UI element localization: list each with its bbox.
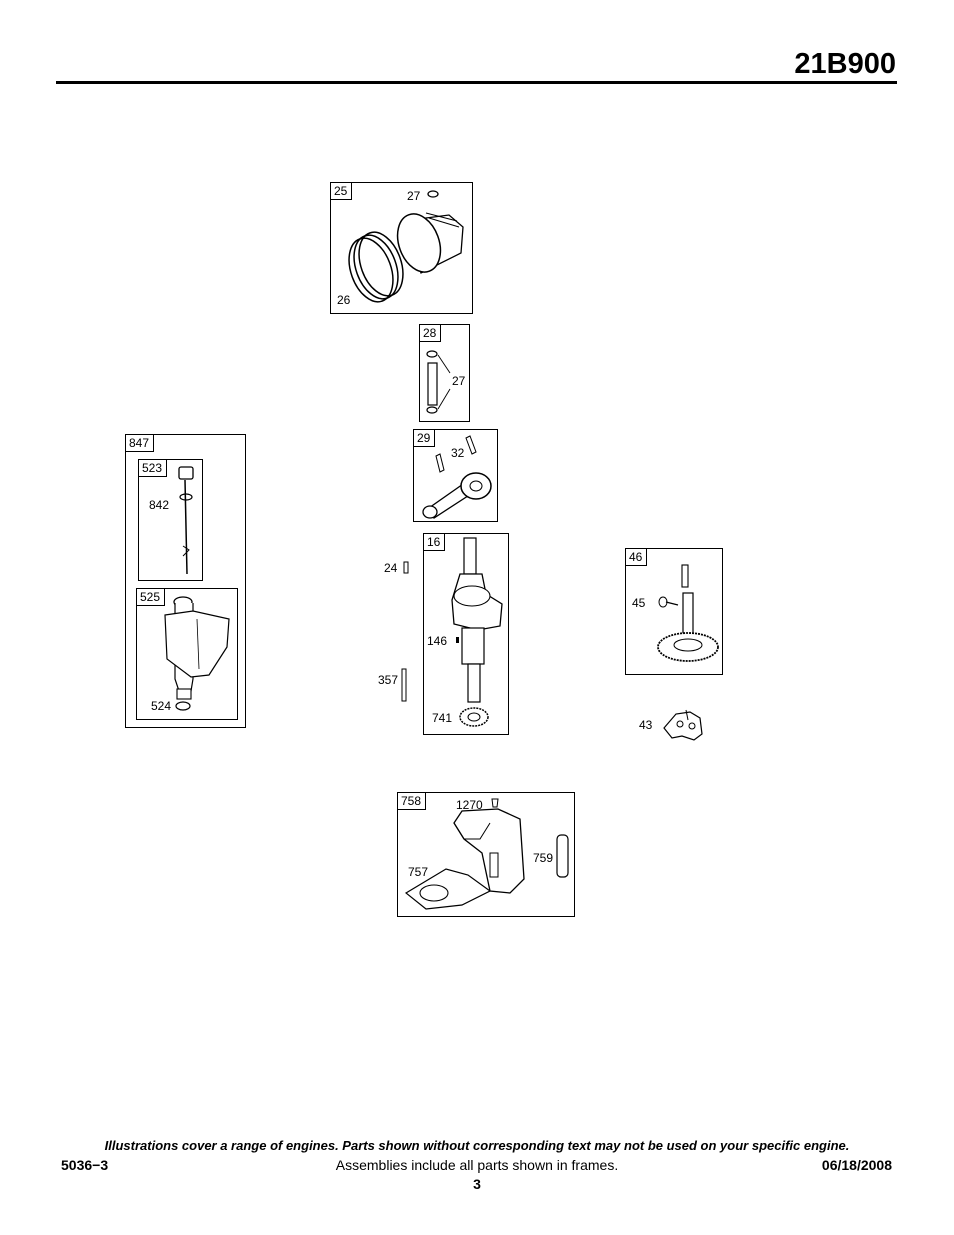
woodruff-key-illustration [403, 561, 409, 574]
frame-16-crankshaft: 16 146 741 [423, 533, 509, 735]
model-number: 21B900 [794, 48, 896, 80]
part-759-label: 759 [533, 851, 554, 865]
frame-523-dipstick: 523 842 [138, 459, 203, 581]
frame-523-label: 523 [139, 460, 168, 477]
frame-847-oil-fill: 847 523 842 525 524 [125, 434, 246, 728]
connecting-rod-illustration [422, 435, 492, 519]
part-842-label: 842 [149, 498, 170, 512]
piston-pin-illustration [426, 350, 451, 414]
part-24-label: 24 [384, 561, 398, 575]
part-146-label: 146 [427, 634, 448, 648]
part-45-label: 45 [632, 596, 646, 610]
frame-28-label: 28 [420, 325, 442, 342]
cover-assembly-illustration [404, 798, 569, 910]
part-357-label: 357 [378, 673, 399, 687]
frame-525-oil-tube: 525 524 [136, 588, 238, 720]
frame-46-label: 46 [626, 549, 648, 566]
crankshaft-illustration [451, 537, 503, 727]
page-number: 3 [473, 1176, 481, 1192]
oil-tube-illustration [164, 596, 230, 711]
frame-758-label: 758 [398, 793, 427, 810]
footer-disclaimer: Illustrations cover a range of engines. … [104, 1138, 850, 1153]
frame-46-camshaft: 46 45 [625, 548, 723, 675]
part-32-label: 32 [451, 446, 465, 460]
pin-357-illustration [401, 668, 407, 702]
frame-25-label: 25 [331, 183, 353, 200]
part-26-label: 26 [337, 293, 351, 307]
part-1270-label: 1270 [456, 798, 483, 812]
part-27-label-2: 27 [452, 374, 466, 388]
part-27-label: 27 [407, 189, 421, 203]
frame-29-label: 29 [414, 430, 436, 447]
frame-16-label: 16 [424, 534, 446, 551]
piston-illustration [348, 190, 464, 303]
document-number: 5036−3 [61, 1157, 109, 1173]
dipstick-illustration [178, 466, 194, 575]
frame-847-label: 847 [126, 435, 155, 452]
header-rule [56, 81, 897, 84]
frame-29-connecting-rod: 29 32 [413, 429, 498, 522]
governor-illustration [663, 709, 703, 741]
part-524-label: 524 [151, 699, 172, 713]
camshaft-illustration [657, 564, 719, 662]
frame-525-label: 525 [137, 589, 166, 606]
frame-28-piston-pin: 28 27 [419, 324, 470, 422]
frame-25-piston: 25 27 26 [330, 182, 473, 314]
part-757-label: 757 [408, 865, 429, 879]
document-date: 06/18/2008 [821, 1157, 892, 1173]
part-741-label: 741 [432, 711, 453, 725]
assemblies-note: Assemblies include all parts shown in fr… [335, 1157, 619, 1173]
part-43-label: 43 [639, 718, 653, 732]
frame-758-cover-assembly: 758 1270 757 759 [397, 792, 575, 917]
